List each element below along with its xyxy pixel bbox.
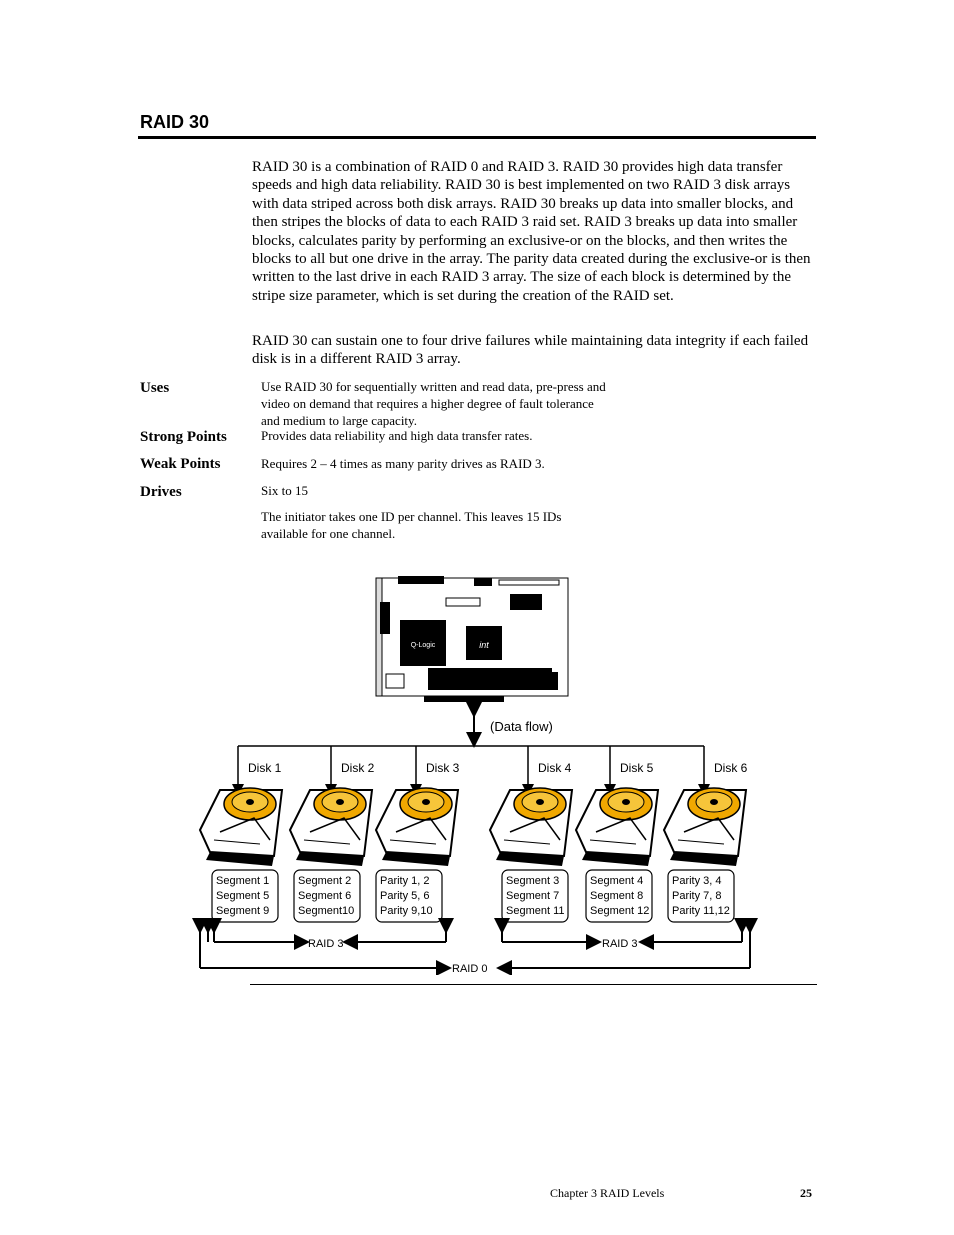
disk-2: Disk 2 Segment 2 Segment 6 Segment10 (288, 746, 375, 923)
title-rule (138, 136, 816, 139)
disk-1: Disk 1 Segment 1 Segment 5 Segment 9 (198, 746, 284, 923)
block-label: Segment 8 (590, 890, 643, 902)
strong-points-term: Strong Points (140, 429, 227, 445)
block-label: Parity 3, 4 (672, 875, 722, 887)
qlogic-chip (400, 620, 446, 666)
disk-label: Disk 3 (426, 761, 460, 775)
block-label: Segment 6 (298, 890, 351, 902)
disk-label: Disk 5 (620, 761, 654, 775)
block-label: Segment 4 (590, 875, 643, 887)
block-label: Segment 3 (506, 875, 559, 887)
disk-4: Disk 4 Segment 3 Segment 7 Segment 11 (488, 746, 574, 923)
chip-label: Q-Logic (411, 642, 436, 649)
raid0-label: RAID 0 (452, 963, 487, 975)
bottom-rule (250, 984, 817, 985)
block-label: Segment 5 (216, 890, 269, 902)
footer-chapter: Chapter 3 RAID Levels (550, 1186, 665, 1200)
disk-label: Disk 1 (248, 761, 282, 775)
disk-block-box (585, 869, 653, 923)
disk-label: Disk 4 (538, 761, 572, 775)
block-label: Segment 12 (590, 905, 649, 917)
block-label: Segment 2 (298, 875, 351, 887)
disk-3: Disk 3 Parity 1, 2 Parity 5, 6 Parity 9,10 (374, 746, 460, 923)
data-flow-label: (Data flow) (490, 719, 553, 734)
weak-points-term: Weak Points (140, 456, 221, 472)
hard-drive-icon (374, 787, 460, 866)
disk-label: Disk 2 (341, 761, 375, 775)
section-title: RAID 30 (140, 112, 210, 132)
drives-note: The initiator takes one ID per channel. … (261, 509, 562, 541)
disk-block-box (293, 869, 361, 923)
disk-6: Disk 6 Parity 3, 4 Parity 7, 8 Parity 11,12 (662, 746, 748, 923)
hard-drive-icon (662, 787, 748, 866)
block-label: Segment 7 (506, 890, 559, 902)
controller-card: Q-Logic int (375, 576, 569, 702)
raid3-group-left: RAID 3 (200, 918, 454, 950)
raid3-label-right: RAID 3 (602, 938, 637, 950)
intro-paragraph: RAID 30 is a combination of RAID 0 and R… (252, 159, 811, 304)
disk-block-box (501, 869, 569, 923)
page-number: 25 (800, 1186, 812, 1200)
processor-chip (466, 626, 502, 660)
disk-block-box (667, 869, 735, 923)
disk-label: Disk 6 (714, 761, 748, 775)
block-label: Parity 7, 8 (672, 890, 722, 902)
disk-block-box (375, 869, 443, 923)
failure-paragraph: RAID 30 can sustain one to four drive fa… (252, 333, 809, 368)
raid0-group: RAID 0 (192, 918, 750, 975)
weak-points-text: Requires 2 – 4 times as many parity driv… (261, 456, 545, 471)
block-label: Segment 9 (216, 905, 269, 917)
disk-block-box (211, 869, 279, 923)
hard-drive-icon (198, 787, 284, 866)
raid30-diagram: Q-Logic int (Data flow) Disk 1 Segment 1 S… (192, 576, 758, 975)
disk-5: Disk 5 Segment 4 Segment 8 Segment 12 (574, 746, 660, 923)
block-label: Parity 11,12 (672, 905, 730, 917)
drives-text: Six to 15 (261, 483, 308, 498)
block-label: Parity 5, 6 (380, 890, 430, 902)
hard-drive-icon (488, 787, 574, 866)
processor-logo: int (479, 640, 489, 650)
uses-term: Uses (140, 380, 170, 396)
strong-points-text: Provides data reliability and high data … (261, 428, 533, 443)
uses-text: Use RAID 30 for sequentially written and… (261, 379, 606, 428)
block-label: Segment 11 (506, 905, 565, 917)
hard-drive-icon (574, 787, 660, 866)
block-label: Parity 9,10 (380, 905, 433, 917)
drives-term: Drives (140, 484, 182, 500)
raid3-group-right: RAID 3 (494, 918, 758, 968)
block-label: Segment 1 (216, 875, 269, 887)
hard-drive-icon (288, 787, 374, 866)
block-label: Parity 1, 2 (380, 875, 430, 887)
block-label: Segment10 (298, 905, 354, 917)
raid3-label-left: RAID 3 (308, 938, 343, 950)
